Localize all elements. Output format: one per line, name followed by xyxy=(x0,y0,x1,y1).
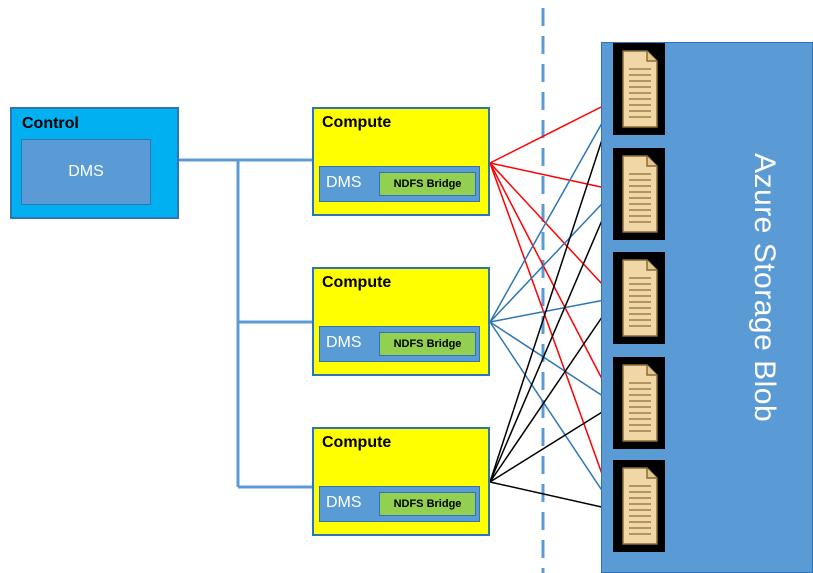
ndfs-bridge-box: NDFS Bridge xyxy=(379,332,476,356)
ndfs-bridge-box: NDFS Bridge xyxy=(379,172,476,196)
arrow-compute-1-to-file-4 xyxy=(489,162,616,405)
arrow-compute-1-to-file-1 xyxy=(489,99,616,164)
dms-label: DMS xyxy=(326,174,362,191)
compute-node-1: Compute DMS NDFS Bridge xyxy=(312,107,490,216)
arrow-compute-3-to-file-3 xyxy=(489,297,616,483)
dms-label: DMS xyxy=(326,494,362,511)
arrow-compute-3-to-file-2 xyxy=(489,189,616,483)
dms-box: DMS NDFS Bridge xyxy=(319,326,480,362)
arrow-compute-2-to-file-3 xyxy=(489,295,616,323)
arrow-compute-1-to-file-2 xyxy=(489,162,616,193)
compute-title: Compute xyxy=(322,274,392,291)
ndfs-bridge-label: NDFS Bridge xyxy=(393,498,462,510)
arrow-compute-3-to-file-4 xyxy=(489,403,616,483)
arrow-group xyxy=(489,99,617,513)
arrow-compute-3-to-file-1 xyxy=(489,99,617,483)
ndfs-bridge-box: NDFS Bridge xyxy=(379,492,476,516)
document-icon xyxy=(613,148,665,240)
control-title: Control xyxy=(22,115,79,132)
document-icon xyxy=(613,252,665,344)
ndfs-bridge-label: NDFS Bridge xyxy=(393,338,462,350)
compute-node-3: Compute DMS NDFS Bridge xyxy=(312,427,490,536)
document-icon xyxy=(613,357,665,449)
control-dms-label: DMS xyxy=(68,163,104,180)
document-icon xyxy=(613,43,665,135)
control-dms-box: DMS xyxy=(21,139,151,205)
dms-box: DMS NDFS Bridge xyxy=(319,166,480,202)
azure-storage-label: Azure Storage Blob xyxy=(748,153,781,423)
arrow-compute-2-to-file-5 xyxy=(489,321,616,511)
control-bus xyxy=(179,158,312,489)
dms-box: DMS NDFS Bridge xyxy=(319,486,480,522)
compute-node-2: Compute DMS NDFS Bridge xyxy=(312,267,490,376)
dms-label: DMS xyxy=(326,334,362,351)
compute-title: Compute xyxy=(322,434,392,451)
ndfs-bridge-label: NDFS Bridge xyxy=(393,178,462,190)
arrow-compute-2-to-file-1 xyxy=(489,99,616,323)
arrow-compute-2-to-file-2 xyxy=(489,189,616,323)
arrow-compute-2-to-file-4 xyxy=(489,321,616,405)
arrow-compute-1-to-file-3 xyxy=(489,162,616,299)
document-icon xyxy=(613,460,665,552)
arrow-compute-3-to-file-5 xyxy=(489,481,616,513)
control-node: Control DMS xyxy=(10,107,179,219)
compute-title: Compute xyxy=(322,114,392,131)
